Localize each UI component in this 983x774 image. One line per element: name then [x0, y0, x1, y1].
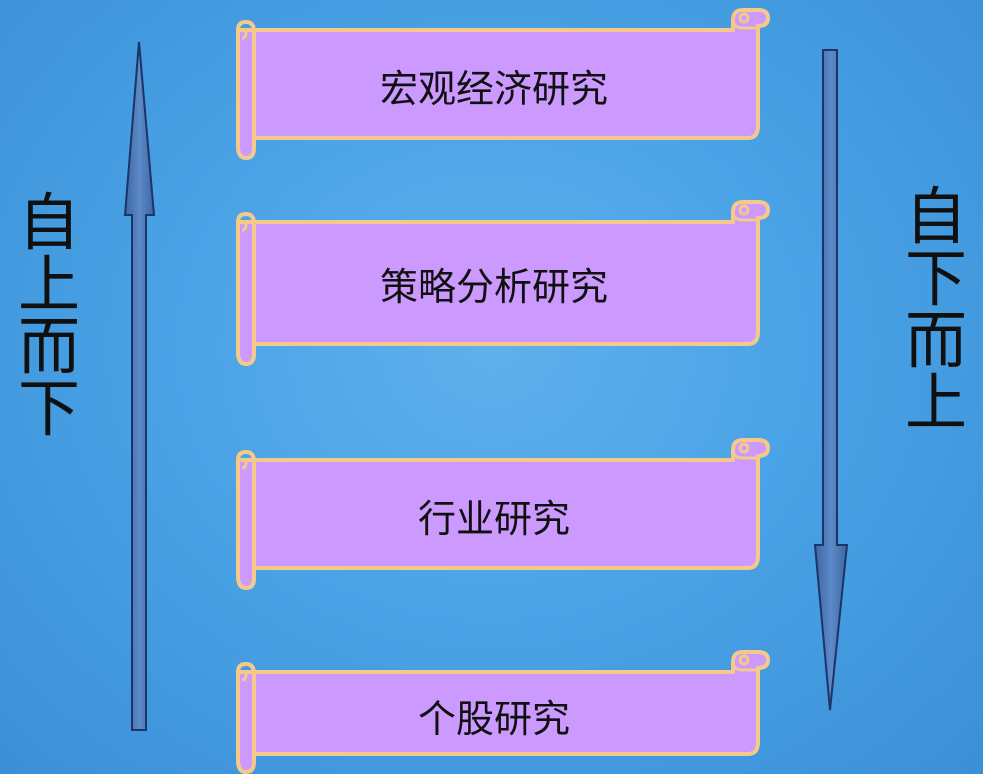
right-label-char: 下 — [905, 242, 968, 315]
scroll-shape — [236, 438, 770, 590]
left-vertical-label: 自 上 而 下 — [18, 192, 80, 440]
scroll-shape — [236, 8, 770, 160]
right-vertical-label: 自 下 而 上 — [905, 186, 967, 434]
left-label-char: 上 — [18, 248, 81, 321]
scroll-shape — [236, 650, 770, 774]
left-label-char: 自 — [18, 186, 81, 259]
left-label-char: 而 — [18, 310, 81, 383]
scroll-label-stock: 个股研究 — [417, 697, 570, 741]
right-label-char: 自 — [905, 180, 968, 253]
scroll-shape — [236, 200, 770, 366]
scroll-label-strategy: 策略分析研究 — [379, 265, 608, 309]
up-arrow — [123, 41, 156, 731]
scroll-label-industry: 行业研究 — [417, 497, 570, 541]
right-label-char: 而 — [905, 304, 968, 377]
right-label-char: 上 — [905, 366, 968, 439]
left-label-char: 下 — [18, 372, 81, 445]
down-arrow — [813, 49, 849, 711]
scroll-label-macro: 宏观经济研究 — [379, 67, 608, 111]
